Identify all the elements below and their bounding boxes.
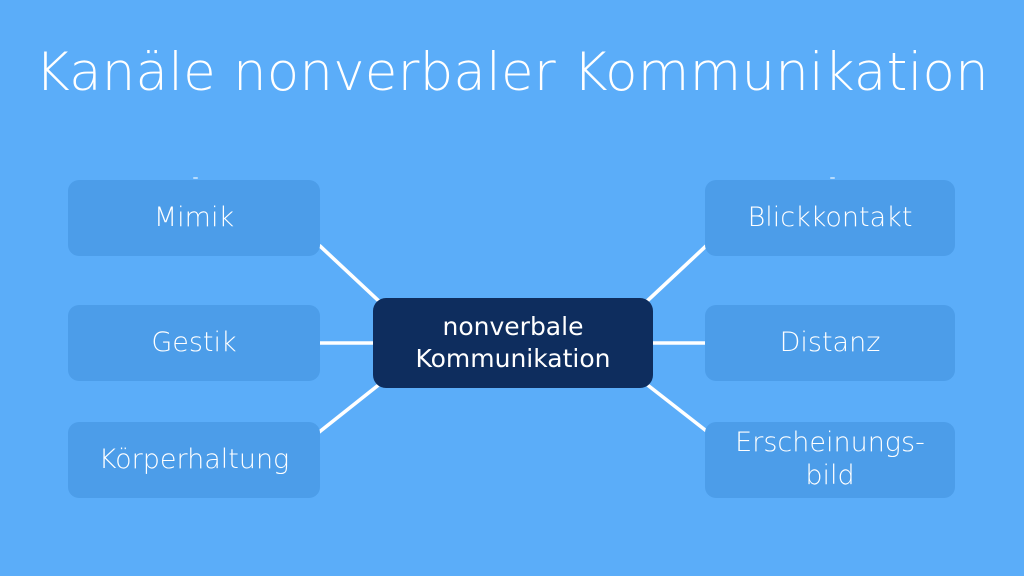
node-label: Erscheinungs- bild	[735, 427, 925, 491]
node-center-nonverbale-kommunikation[interactable]: nonverbale Kommunikation	[373, 298, 653, 388]
node-label: Mimik	[153, 201, 235, 233]
page-title: Kanäle nonverbaler Kommunikation	[35, 42, 989, 103]
node-mimik[interactable]: Mimik	[68, 180, 320, 256]
node-label: Distanz	[779, 326, 881, 358]
node-label: Blickkontakt	[747, 201, 913, 233]
connector-center-blickkontakt	[643, 244, 708, 305]
node-erscheinungsbild[interactable]: Erscheinungs- bild	[705, 422, 955, 498]
node-blickkontakt[interactable]: Blickkontakt	[705, 180, 955, 256]
render-artifact-right	[830, 177, 835, 179]
node-koerperhaltung[interactable]: Körperhaltung	[68, 422, 320, 498]
connector-mimik-center	[318, 244, 383, 305]
render-artifact-left	[193, 177, 198, 179]
node-label: Körperhaltung	[98, 443, 290, 475]
node-gestik[interactable]: Gestik	[68, 305, 320, 381]
node-label: Gestik	[151, 326, 237, 358]
center-node-label: nonverbale Kommunikation	[415, 312, 611, 373]
connector-koerperhaltung-center	[316, 381, 383, 435]
node-distanz[interactable]: Distanz	[705, 305, 955, 381]
connector-center-erscheinungsbild	[643, 381, 711, 435]
